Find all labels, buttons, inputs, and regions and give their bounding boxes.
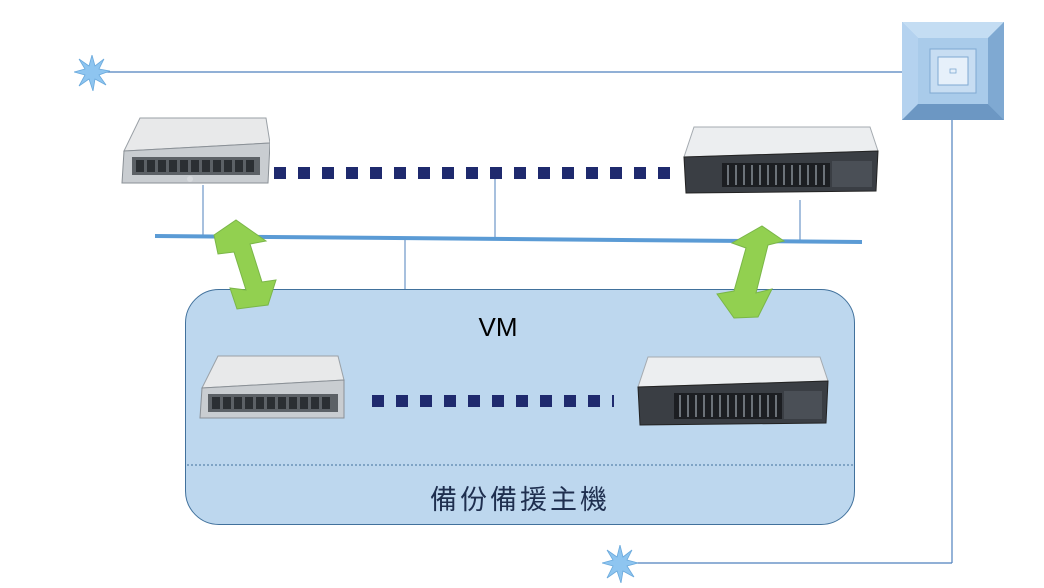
server-rack-icon [199,355,345,419]
left-double-arrow [213,219,277,310]
server-rack-icon [637,356,829,426]
server-rack-icon [121,117,270,184]
right-double-arrow [716,225,786,319]
starburst-icon [602,545,638,583]
server-rack-icon [683,126,879,194]
starburst-icon [74,55,110,91]
vm-label: VM [478,312,518,342]
bevel-button-icon [902,22,1004,120]
backup-host-label: 備份備援主機 [430,485,610,516]
